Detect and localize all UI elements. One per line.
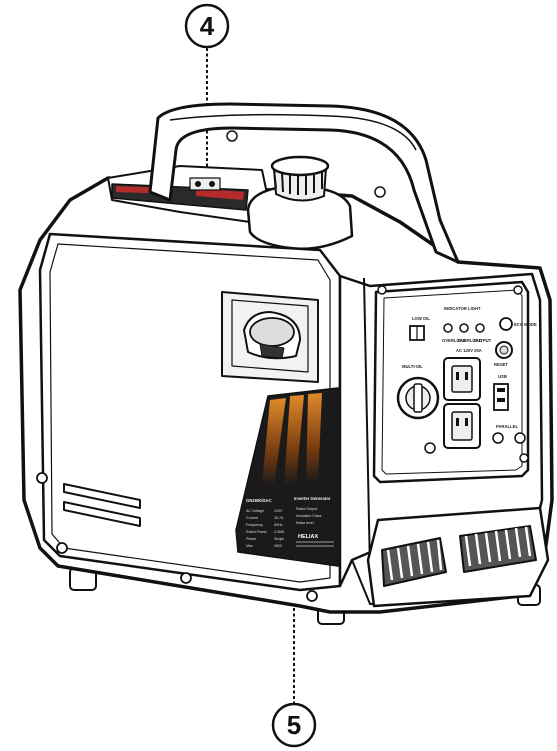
svg-text:Insulation Class: Insulation Class xyxy=(296,514,322,518)
decal-right-labels: Rated Output Insulation Class Noise leve… xyxy=(296,507,322,525)
indicator-light-2 xyxy=(459,323,469,333)
side-vent-2 xyxy=(63,501,141,527)
callout-4-number: 4 xyxy=(200,11,215,41)
svg-text:120V: 120V xyxy=(274,509,283,513)
svg-text:Frequency: Frequency xyxy=(246,523,263,527)
fuel-vent-switch xyxy=(189,177,221,191)
svg-text:AC Voltage: AC Voltage xyxy=(246,509,264,513)
decal-brand: HELIAX xyxy=(298,534,319,540)
ground-terminal[interactable] xyxy=(424,442,436,454)
svg-text:Noise level: Noise level xyxy=(296,521,314,525)
svg-text:Phase: Phase xyxy=(246,537,256,541)
indicator-label-3: OUTPUT xyxy=(474,338,492,343)
svg-text:2.0kW: 2.0kW xyxy=(274,530,285,534)
usb-ports[interactable] xyxy=(493,383,509,411)
svg-text:Max: Max xyxy=(246,544,253,548)
callout-4: 4 xyxy=(184,3,230,182)
fuel-cap xyxy=(270,155,330,177)
svg-text:Rated Output: Rated Output xyxy=(296,507,317,511)
indicator-label-2: OVERLOAD xyxy=(458,338,482,343)
indicator-light-3 xyxy=(475,323,485,333)
svg-text:2600: 2600 xyxy=(274,544,282,548)
decal-spec-labels: AC Voltage Current Frequency Rated Power… xyxy=(246,509,268,548)
svg-text:Single: Single xyxy=(274,537,284,541)
side-decal: GN2600iSAC Inverter Generator AC Voltage… xyxy=(235,387,339,567)
parallel-port-1[interactable] xyxy=(492,432,504,444)
decal-title: Inverter Generator xyxy=(294,496,331,501)
svg-text:16.7A: 16.7A xyxy=(274,516,284,520)
callout-5-number: 5 xyxy=(287,710,301,740)
indicator-light-label: INDICATOR LIGHT xyxy=(444,306,481,311)
svg-text:Rated Power: Rated Power xyxy=(246,530,268,534)
carry-handle xyxy=(148,102,460,264)
svg-text:60Hz: 60Hz xyxy=(274,523,283,527)
reset-label: RESET xyxy=(494,362,508,367)
indicator-label-1: OVERLOAD xyxy=(442,338,466,343)
control-panel-details: LOW OIL INDICATOR LIGHT ECO MODE AC 120V… xyxy=(396,306,537,454)
side-vent-1 xyxy=(63,483,141,509)
eco-switch[interactable] xyxy=(499,317,513,331)
parallel-port-2[interactable] xyxy=(514,432,526,444)
eco-label: ECO MODE xyxy=(514,322,537,327)
multi-oil-label: MULTI-OIL xyxy=(402,364,423,369)
decal-spec-values: 120V 16.7A 60Hz 2.0kW Single 2600 xyxy=(274,509,285,548)
indicator-lights xyxy=(443,323,485,333)
low-oil-label: LOW OIL xyxy=(412,316,430,321)
usb-label: USB xyxy=(498,374,507,379)
outlet-rating-label: AC 120V 20A xyxy=(456,348,482,353)
decal-model: GN2600iSAC xyxy=(246,498,272,503)
svg-text:Current: Current xyxy=(246,516,258,520)
parallel-label: PARALLEL xyxy=(496,424,518,429)
indicator-light-1 xyxy=(443,323,453,333)
